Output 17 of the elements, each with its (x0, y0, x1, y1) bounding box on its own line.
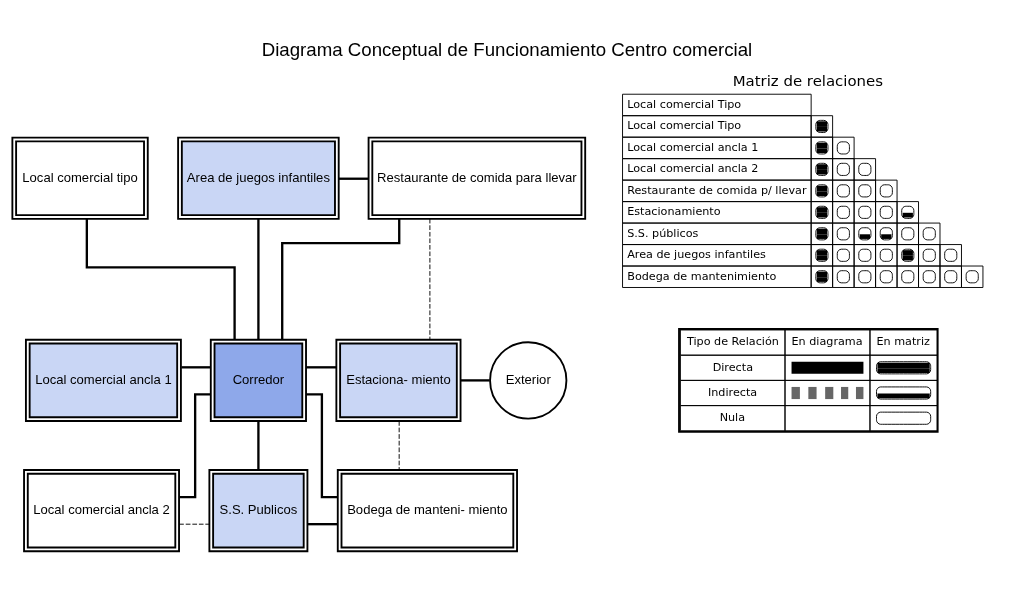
label: Restaurante de comida p/ llevar (627, 183, 807, 197)
label: Local comercial ancla 1 (627, 140, 759, 154)
label: Indirecta (707, 385, 758, 399)
diagram-title: Diagrama Conceptual de Funcionamiento Centro comercial (261, 39, 753, 61)
label: Matriz de relaciones (732, 71, 884, 90)
label: Local comercial ancla 2 (627, 162, 759, 176)
label: Directa (712, 360, 754, 374)
label: En diagrama (791, 335, 863, 349)
label: En matriz (876, 335, 930, 349)
label: Bodega de mantenimiento (627, 269, 777, 283)
label: Local comercial Tipo (627, 119, 742, 133)
label: Estacionamiento (627, 205, 721, 219)
label: Tipo de Relación (686, 335, 779, 349)
label: Local comercial Tipo (627, 97, 742, 111)
label: Area de juegos infantiles (627, 248, 766, 262)
label: Nula (719, 411, 746, 425)
label: S.S. públicos (627, 226, 699, 240)
